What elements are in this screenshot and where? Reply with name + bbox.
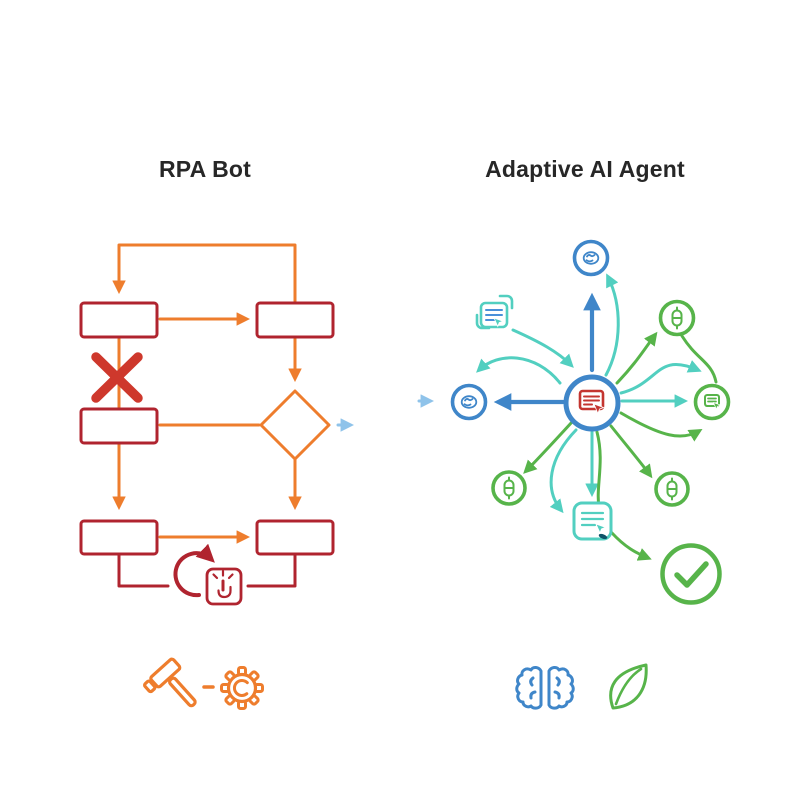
flow-connectors <box>112 243 302 544</box>
cursor-icon <box>493 317 505 328</box>
process-box-bottom-right <box>255 519 335 556</box>
decision-diamond <box>259 389 331 461</box>
retry-loop-icon <box>173 543 215 598</box>
spoke-under-right <box>619 411 703 442</box>
agent-hub <box>563 374 621 432</box>
pill-capsule-icon <box>503 476 515 500</box>
blue-spokes <box>493 292 601 411</box>
leaf-icon <box>609 663 648 710</box>
loop-connector-left <box>117 553 170 588</box>
spoke-overhead-right <box>619 360 702 395</box>
node-doc-bottom <box>572 501 613 541</box>
pill-capsule-icon <box>666 477 678 501</box>
copy-bracket-bottom <box>475 313 491 330</box>
node-check <box>660 543 722 605</box>
process-box-bottom-left <box>79 519 159 556</box>
spoke-to-capsule-topright <box>615 331 658 385</box>
node-capsule-bottom-right <box>654 471 690 507</box>
process-box-top-left <box>79 301 159 339</box>
node-capsule-top-right <box>658 299 696 337</box>
copy-bracket-top <box>498 294 514 310</box>
loop-back-connector <box>112 243 297 303</box>
left-title: RPA Bot <box>158 156 252 182</box>
tap-click-icon <box>205 567 243 606</box>
hammer-icon <box>142 657 197 708</box>
brain-icon <box>515 665 575 710</box>
node-doc-top-left <box>475 294 514 330</box>
spoke-from-doc-topleft <box>511 328 574 368</box>
right-footer-icons <box>515 663 648 710</box>
node-capsule-bottom-left <box>491 470 527 506</box>
process-box-top-right <box>255 301 335 339</box>
spoke-to-top-brain <box>604 273 620 377</box>
left-footer-icons <box>142 657 264 710</box>
ai-agent-network <box>417 239 731 710</box>
loop-connector-right <box>246 553 297 588</box>
process-box-middle-left <box>79 407 159 445</box>
teal-spokes <box>476 273 702 514</box>
spoke-to-left-brain <box>476 356 562 385</box>
pill-capsule-icon <box>671 306 683 330</box>
document-lines <box>580 511 605 527</box>
arc-capsule-to-doc <box>680 334 718 384</box>
right-title: Adaptive AI Agent <box>485 156 685 182</box>
node-doc-right <box>693 383 731 421</box>
spoke-to-capsule-bottomleft <box>523 420 574 474</box>
checkmark-icon <box>674 561 709 588</box>
rpa-flowchart <box>79 243 355 710</box>
x-failure-icon <box>91 352 143 403</box>
green-spokes <box>523 331 718 561</box>
node-brain-left <box>450 383 488 421</box>
document-cursor-icon <box>578 389 605 415</box>
spoke-to-capsule-bottomright <box>609 424 653 479</box>
cursor-icon <box>595 523 607 534</box>
spoke-to-bottom-doc <box>549 428 578 514</box>
retry-loop-section <box>117 543 297 598</box>
ink-smudge <box>598 533 608 540</box>
node-brain-top <box>572 239 610 277</box>
gear-icon <box>220 666 264 710</box>
